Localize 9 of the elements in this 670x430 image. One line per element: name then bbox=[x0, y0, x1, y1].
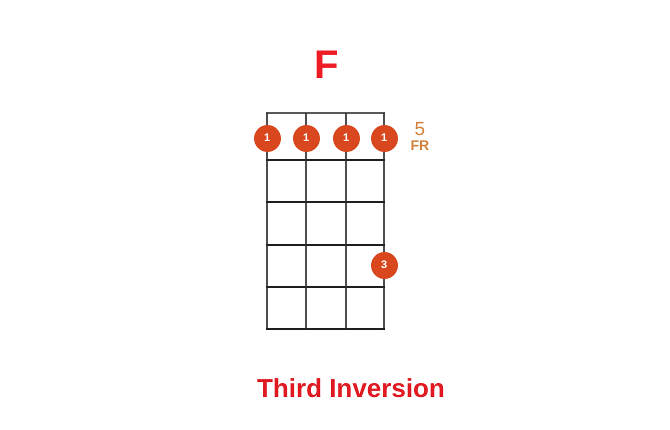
chord-title: F bbox=[314, 45, 338, 85]
finger-dot: 3 bbox=[370, 252, 398, 278]
finger-dot: 1 bbox=[292, 124, 320, 152]
fret-abbreviation: FR bbox=[410, 138, 430, 152]
finger-dot: 1 bbox=[332, 124, 360, 152]
finger-dot: 1 bbox=[370, 124, 398, 152]
chord-caption: Third Inversion bbox=[257, 375, 445, 401]
finger-dot: 1 bbox=[254, 124, 280, 152]
fret-number: 5 bbox=[414, 120, 426, 139]
